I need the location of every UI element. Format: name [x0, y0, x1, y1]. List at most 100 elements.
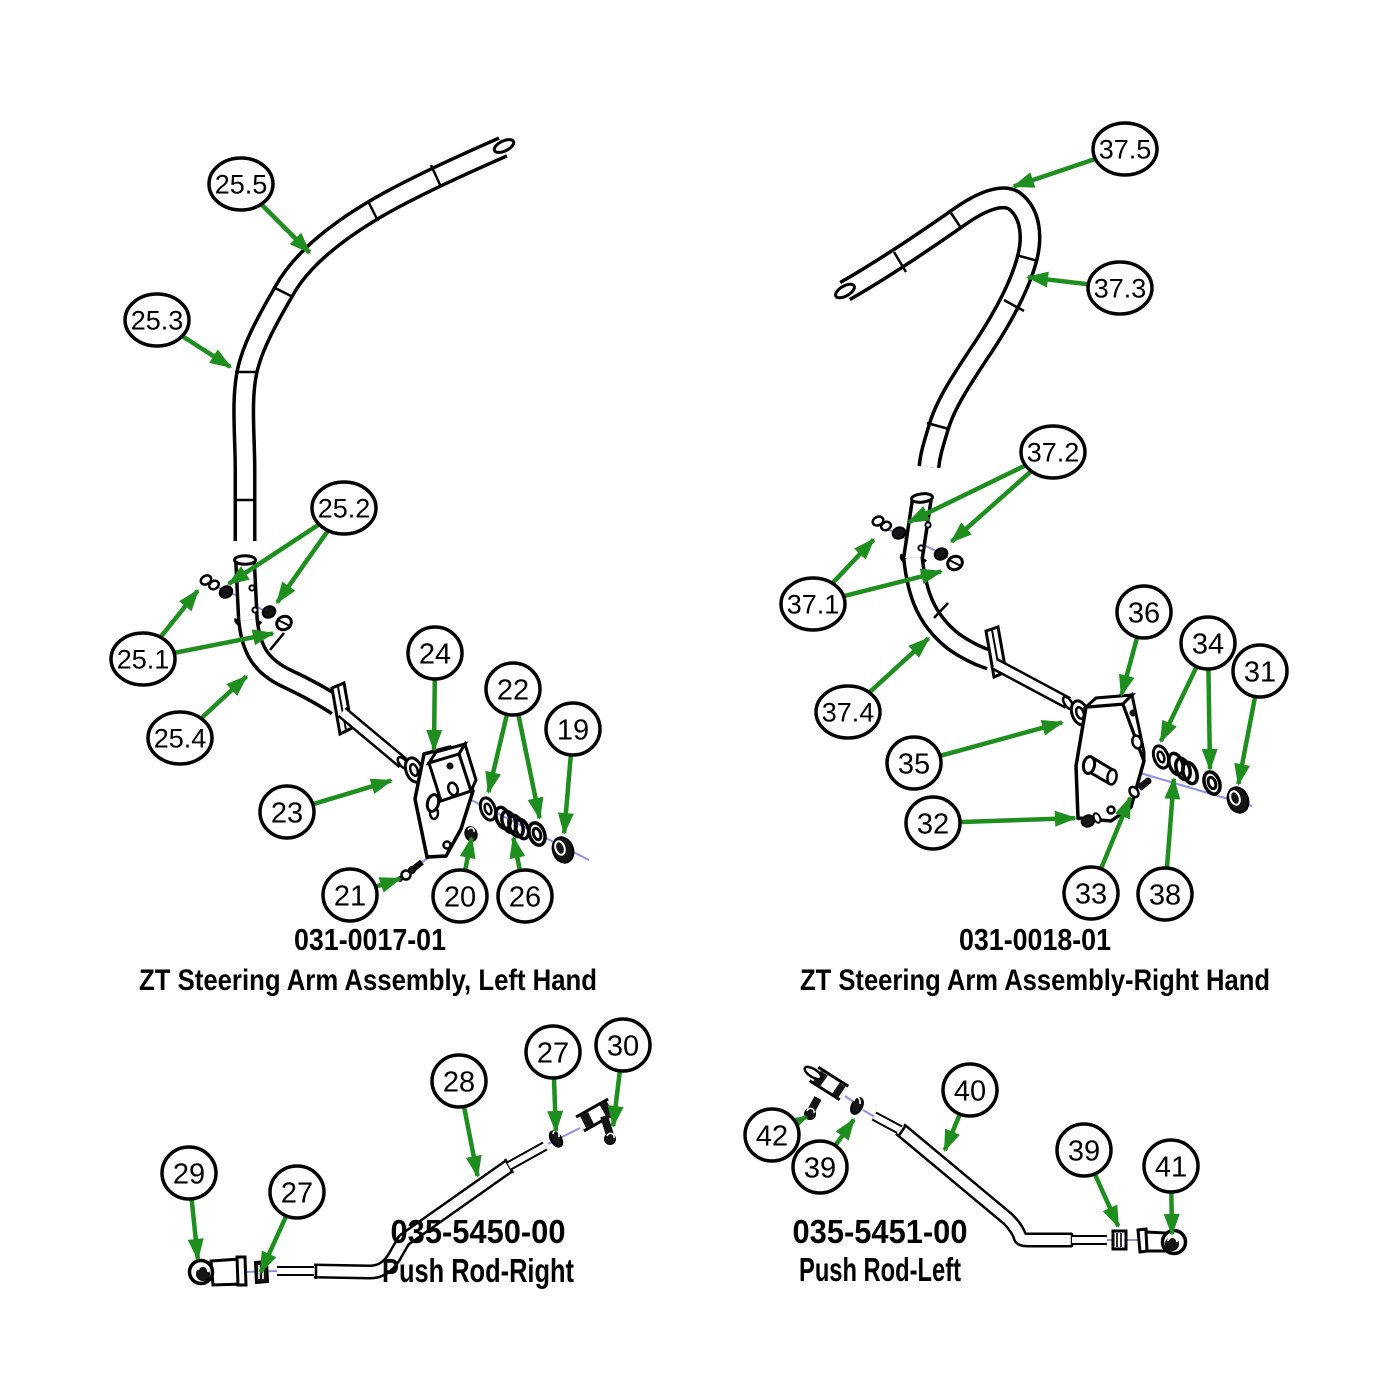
leader-arrow: [950, 468, 1035, 544]
leader-arrow: [1163, 1189, 1180, 1236]
callout-balloon: [1091, 121, 1159, 177]
callout-number: 37.5: [1099, 135, 1152, 165]
callout-number: 25.4: [154, 724, 207, 754]
callout-number: 39: [804, 1152, 836, 1184]
callout-number: 41: [1155, 1151, 1187, 1183]
callout-number: 25.2: [318, 494, 371, 524]
flange-nut: [551, 836, 575, 864]
callout-number: 37.1: [787, 590, 840, 620]
callout-number: 32: [917, 808, 949, 840]
callout-41: 41: [1142, 1138, 1200, 1236]
callout-26: 26: [496, 836, 554, 924]
leader-arrow: [1158, 663, 1200, 744]
grease-fitting: [397, 859, 424, 882]
leader-arrow: [1091, 1171, 1121, 1229]
callout-number: 37.4: [822, 698, 875, 728]
callout-37.3: 37.3: [1026, 260, 1154, 316]
callout-42: 42: [743, 1107, 808, 1163]
callout-27: 27: [258, 1164, 326, 1275]
callout-number: 26: [509, 881, 541, 913]
callout-balloon: [321, 867, 379, 923]
callout-balloon: [814, 684, 882, 740]
callout-22: 22: [484, 661, 544, 820]
callout-balloon: [123, 292, 191, 348]
callout-number: 20: [444, 881, 476, 913]
ball-joint-end: [1136, 1227, 1188, 1256]
callout-balloon: [431, 868, 489, 924]
callout-balloon: [1115, 584, 1173, 640]
callout-number: 33: [1075, 878, 1107, 910]
right-arm-assembly-drawing: 031-0018-01 ZT Steering Arm Assembly-Rig…: [800, 186, 1270, 997]
leader-arrow: [557, 752, 574, 835]
left-arm-assembly-drawing: 031-0017-01 ZT Steering Arm Assembly, Le…: [139, 136, 597, 997]
callout-balloon: [1142, 1138, 1200, 1194]
steering-tube: [232, 136, 516, 541]
callout-balloon: [594, 1017, 652, 1073]
callout-25.3: 25.3: [123, 292, 232, 369]
steering-tube: [834, 186, 1042, 469]
callout-number: 22: [497, 674, 529, 706]
callout-19: 19: [544, 701, 602, 835]
collar-fasteners: [871, 515, 964, 572]
callout-28: 28: [430, 1053, 488, 1178]
jam-nut: [1111, 1229, 1128, 1251]
callout-number: 25.5: [215, 170, 268, 200]
callout-31: 31: [1231, 643, 1289, 786]
ball-joint-stud-end: [803, 1065, 850, 1120]
callout-balloon: [791, 1139, 849, 1195]
pivot-tube: [1081, 755, 1097, 775]
collar-fasteners: [199, 574, 293, 632]
lower-arm-bend: [237, 618, 410, 771]
callout-number: 25.3: [131, 306, 184, 336]
leader-arrow: [461, 1104, 482, 1178]
callout-balloon: [496, 868, 554, 924]
leader-arrow: [1201, 666, 1218, 771]
callout-23: 23: [258, 778, 394, 840]
callout-number: 27: [537, 1037, 569, 1069]
leader-arrow: [258, 201, 312, 255]
rod: [277, 1141, 548, 1280]
left-arm-part-number: 031-0017-01: [294, 922, 446, 957]
callout-25.5: 25.5: [207, 156, 312, 255]
callout-37.4: 37.4: [814, 636, 931, 740]
callout-number: 40: [954, 1075, 986, 1107]
callout-layer: 25.5 25.3 25.2 25.1 25.4 24 22 19 23 21 20 26 37.5 37…: [109, 121, 1289, 1275]
leader-arrow: [515, 712, 544, 820]
callout-number: 29: [173, 1158, 205, 1190]
push-rod-right-drawing: 035-5450-00 Push Rod-Right: [187, 1097, 617, 1289]
callout-number: 31: [1244, 656, 1276, 688]
callout-number: 23: [271, 797, 303, 829]
rod: [871, 1111, 1107, 1248]
callout-39: 39: [1055, 1122, 1121, 1229]
leader-arrow: [547, 1075, 564, 1133]
leader-arrow: [1012, 156, 1099, 189]
callout-39: 39: [791, 1117, 856, 1195]
leader-arrow: [841, 568, 944, 599]
callout-29: 29: [160, 1145, 218, 1261]
callout-21: 21: [321, 867, 402, 923]
leader-arrow: [1234, 694, 1258, 786]
leader-arrow: [607, 1068, 624, 1128]
callout-38: 38: [1136, 777, 1194, 922]
callout-number: 37.2: [1027, 438, 1080, 468]
callout-number: 25.1: [117, 645, 170, 675]
callout-37.2: 37.2: [907, 424, 1087, 544]
callout-40: 40: [941, 1062, 999, 1153]
callout-32: 32: [904, 795, 1077, 851]
leader-arrow: [372, 876, 402, 893]
callout-number: 35: [898, 748, 930, 780]
callout-24: 24: [406, 625, 464, 752]
push-rod-right-part-name: Push Rod-Right: [382, 1252, 574, 1289]
callout-number: 27: [281, 1177, 313, 1209]
leader-arrow: [275, 527, 332, 605]
callout-balloon: [779, 576, 847, 632]
washer-spring-stack: [1151, 744, 1250, 814]
callout-25.1: 25.1: [109, 589, 275, 687]
callout-balloon: [904, 795, 962, 851]
leader-arrow: [187, 1196, 204, 1261]
leader-arrow: [171, 629, 275, 656]
callout-balloon: [524, 1024, 582, 1080]
leader-arrow: [1098, 795, 1133, 872]
callout-37.5: 37.5: [1012, 121, 1159, 189]
